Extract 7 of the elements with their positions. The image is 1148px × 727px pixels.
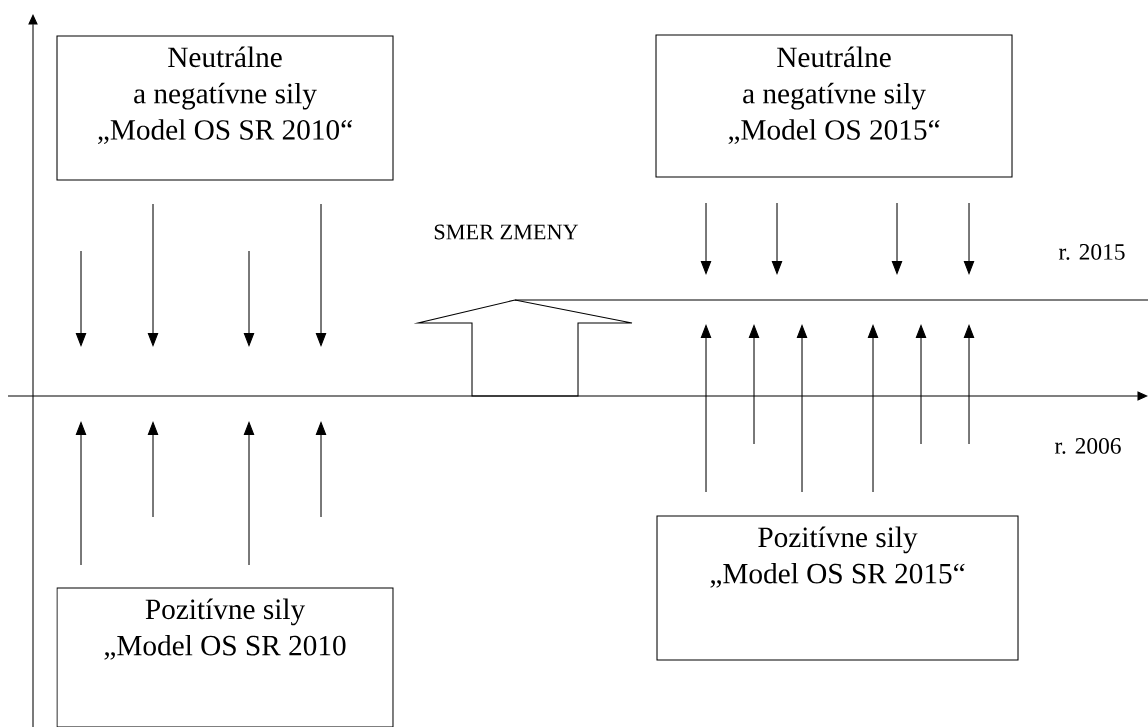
axis-label: r. 2015	[1058, 244, 1125, 260]
text-box: Pozitívne sily „Model OS SR 2010	[56, 587, 394, 727]
axis-label: r. 2006	[1054, 438, 1121, 454]
text-box: Pozitívne sily „Model OS SR 2015“	[656, 515, 1019, 661]
axis-label: SMER ZMENY	[434, 224, 579, 240]
text-box: Neutrálne a negatívne sily „Model OS 2015“	[655, 34, 1013, 178]
text-box: Neutrálne a negatívne sily „Model OS SR 2010“	[56, 35, 394, 181]
